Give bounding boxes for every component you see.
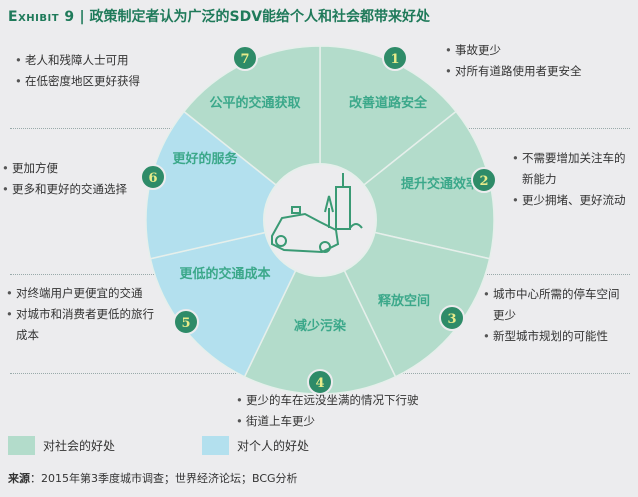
- bullet: 街道上车更少: [236, 411, 419, 432]
- exhibit-number: Exhibit 9: [8, 9, 75, 25]
- number-badge: [439, 305, 465, 331]
- bullet: 对所有道路使用者更安全: [445, 61, 582, 82]
- bullets-2: 不需要增加关注车的 新能力 更少拥堵、更好流动: [512, 148, 626, 211]
- bullet: 新型城市规划的可能性: [483, 326, 620, 347]
- legend-label: 对社会的好处: [43, 439, 116, 453]
- badge-number: 4: [315, 376, 324, 391]
- badge-number: 3: [447, 312, 456, 327]
- badge-number: 1: [390, 52, 399, 67]
- legend-society: 对社会的好处: [8, 436, 115, 455]
- badge-number: 7: [240, 52, 249, 67]
- bullet: 对终端用户更便宜的交通: [6, 283, 154, 304]
- segment-label: 更好的服务: [172, 151, 238, 167]
- segment-label: 减少污染: [294, 318, 347, 334]
- number-badge: [173, 309, 199, 335]
- bullets-1: 事故更少 对所有道路使用者更安全: [445, 40, 582, 82]
- badge-number: 6: [148, 171, 157, 186]
- bullet: 对城市和消费者更低的旅行: [6, 304, 154, 325]
- segment-label: 释放空间: [378, 293, 430, 309]
- segment-label: 公平的交通获取: [209, 95, 301, 111]
- bullet-continued: 新能力: [522, 172, 557, 186]
- source-label: 来源: [8, 472, 30, 485]
- bullet-continued: 成本: [16, 328, 39, 342]
- bullet: 更加方便: [2, 158, 127, 179]
- bullets-5: 对终端用户更便宜的交通 对城市和消费者更低的旅行 成本: [6, 283, 154, 346]
- badge-number: 2: [479, 174, 488, 189]
- bullets-7: 老人和残障人士可用 在低密度地区更好获得: [15, 50, 140, 92]
- bullet: 城市中心所需的停车空间: [483, 284, 620, 305]
- number-badge: [140, 164, 166, 190]
- bullets-4: 更少的车在远没坐满的情况下行驶 街道上车更少: [236, 390, 419, 432]
- bullets-3: 城市中心所需的停车空间 更少 新型城市规划的可能性: [483, 284, 620, 347]
- bullet: 不需要增加关注车的: [512, 148, 626, 169]
- exhibit-title: Exhibit 9 | 政策制定者认为广泛的SDV能给个人和社会都带来好处: [8, 6, 430, 26]
- badge-number: 5: [181, 316, 190, 331]
- legend-label: 对个人的好处: [237, 439, 310, 453]
- segment-label: 更低的交通成本: [179, 266, 270, 282]
- bullet: 更少的车在远没坐满的情况下行驶: [236, 390, 419, 411]
- source-text: ：2015年第3季度城市调查；世界经济论坛；BCG分析: [30, 472, 298, 485]
- title-text: | 政策制定者认为广泛的SDV能给个人和社会都带来好处: [79, 9, 431, 25]
- segment-label: 提升交通效率: [401, 176, 479, 192]
- legend-individual: 对个人的好处: [202, 436, 309, 455]
- car-city-icon: [271, 173, 363, 254]
- bullet: 更多和更好的交通选择: [2, 179, 127, 200]
- source-note: 来源：2015年第3季度城市调查；世界经济论坛；BCG分析: [8, 470, 298, 486]
- bullet: 更少拥堵、更好流动: [512, 190, 626, 211]
- bullets-6: 更加方便 更多和更好的交通选择: [2, 158, 127, 200]
- legend-swatch-individual: [202, 436, 229, 455]
- number-badge: [382, 45, 408, 71]
- number-badge: [471, 167, 497, 193]
- legend-swatch-society: [8, 436, 35, 455]
- center-circle: [263, 163, 377, 277]
- bullet-continued: 更少: [493, 308, 516, 322]
- bullet: 老人和残障人士可用: [15, 50, 140, 71]
- bullet: 在低密度地区更好获得: [15, 71, 140, 92]
- segment-label: 改善道路安全: [349, 95, 428, 111]
- number-badge: [232, 45, 258, 71]
- bullet: 事故更少: [445, 40, 582, 61]
